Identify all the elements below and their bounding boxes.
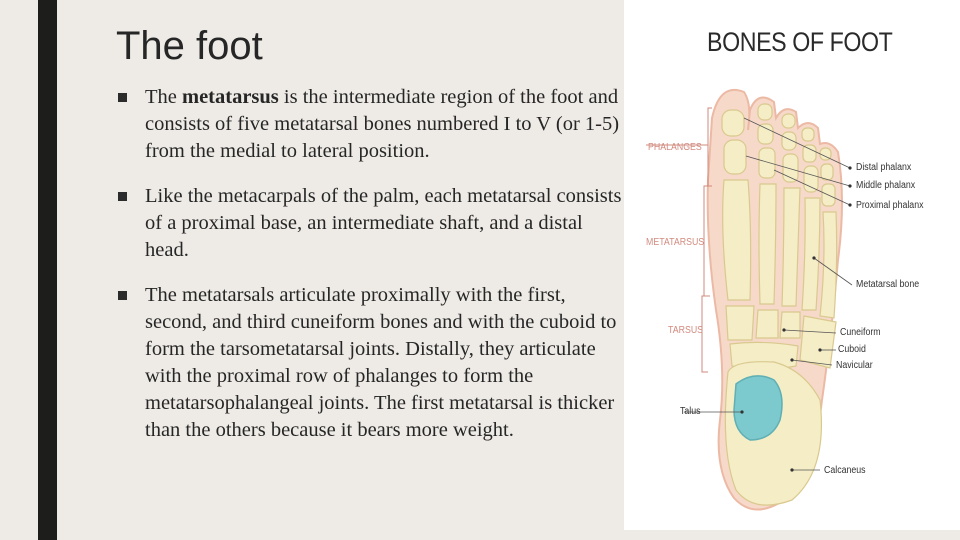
bullet-item: The metatarsals articulate proximally wi… (116, 282, 628, 444)
leader-lines (684, 117, 853, 471)
label-talus: Talus (680, 406, 701, 417)
figure-title: BONES OF FOOT (707, 27, 893, 57)
label-proximal-phalanx: Proximal phalanx (856, 200, 924, 211)
bullet-square-icon (118, 192, 127, 201)
foot-illustration (646, 88, 853, 511)
metatarsal-bones (722, 179, 838, 319)
slide-title: The foot (116, 24, 263, 68)
bullet-square-icon (118, 291, 127, 300)
region-label-tarsus: TARSUS (668, 325, 704, 336)
label-navicular: Navicular (836, 360, 873, 371)
bullet-text: Like the metacarpals of the palm, each m… (145, 185, 622, 261)
leader-dots (740, 166, 852, 472)
bullet-text: is the intermediate region of the foot a… (145, 86, 620, 162)
label-calcaneus: Calcaneus (824, 465, 866, 476)
label-cuneiform: Cuneiform (840, 327, 881, 338)
left-accent-bar (38, 0, 57, 540)
label-distal-phalanx: Distal phalanx (856, 162, 912, 173)
bullet-text: The metatarsals articulate proximally wi… (145, 284, 617, 441)
bullet-item: The metatarsus is the intermediate regio… (116, 84, 628, 165)
bullet-list: The metatarsus is the intermediate regio… (116, 84, 628, 462)
foot-bones-figure: BONES OF FOOT PHALANGES METATARSUS TARSU… (624, 0, 960, 530)
bullet-square-icon (118, 93, 127, 102)
bullet-bold-term: metatarsus (182, 86, 279, 108)
region-brackets (646, 107, 712, 373)
talus-bone (733, 375, 783, 441)
bullet-text: The (145, 86, 182, 108)
region-label-metatarsus: METATARSUS (646, 237, 705, 248)
label-metatarsal-bone: Metatarsal bone (856, 279, 920, 290)
region-label-phalanges: PHALANGES (648, 142, 702, 153)
label-middle-phalanx: Middle phalanx (856, 180, 916, 191)
bullet-item: Like the metacarpals of the palm, each m… (116, 183, 628, 264)
label-cuboid: Cuboid (838, 344, 866, 355)
